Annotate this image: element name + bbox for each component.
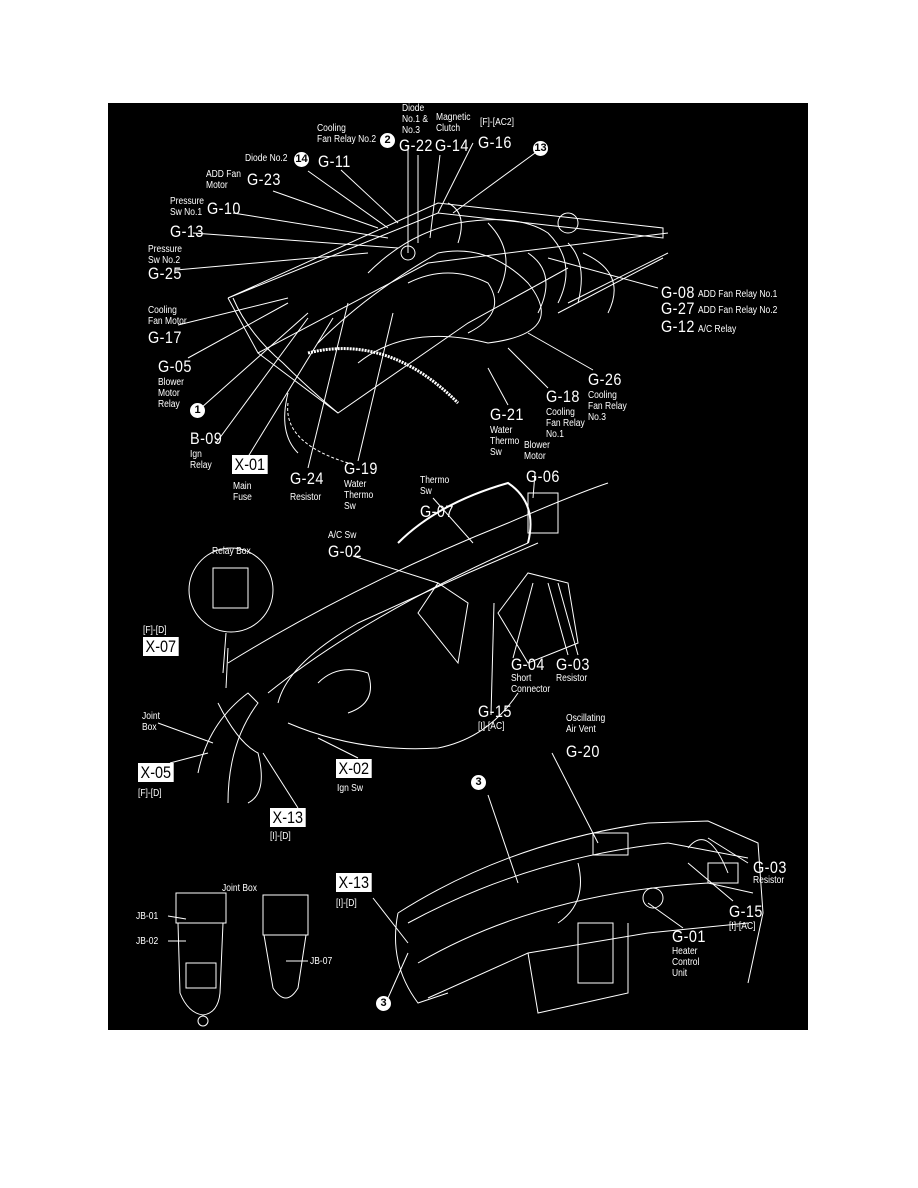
x05-location-label: [F]-[D] [138,788,162,799]
g15-location-label: [I]-[AC] [478,721,505,732]
engine-bay-drawing [227,202,669,464]
g22-label: G-22 [399,136,433,155]
diode-no2-label: Diode No.2 [245,153,288,164]
resistor-label: Resistor [290,492,322,503]
add-fan-motor-label: ADD Fan Motor [206,169,241,191]
short-connector-label: Short Connector [511,673,551,695]
ac-relay-label: A/C Relay [698,324,737,335]
relay-box-label: Relay Box [212,546,251,557]
ac-sw-label: A/C Sw [328,530,357,541]
g08-label: G-08 [661,283,695,302]
g01-label: G-01 [672,927,706,946]
b09-label: B-09 [190,429,223,448]
diode-no1-no3-label: Diode No.1 & No.3 [402,103,428,136]
thermo-sw-label: Thermo Sw [420,475,450,497]
x07-location-label: [F]-[D] [143,625,167,636]
callout-3-lower: 3 [376,996,391,1011]
oscillating-air-vent-label: Oscillating Air Vent [566,713,606,735]
jb02-label: JB-02 [136,936,159,947]
g03-panel-label: G-03 [753,858,787,877]
water-thermo-sw-1-label: Water Thermo Sw [344,479,374,512]
add-fan-relay-2-label: ADD Fan Relay No.2 [698,305,778,316]
g26-label: G-26 [588,370,622,389]
x13-panel-location-label: [I]-[D] [336,898,357,909]
joint-box-title: Joint Box [222,883,257,894]
x13-panel-label: X-13 [336,873,372,892]
pressure-sw-1-label: Pressure Sw No.1 [170,196,205,218]
joint-box-label: Joint Box [142,711,160,733]
main-fuse-label: Main Fuse [233,481,252,503]
line-art [157,142,764,1027]
g11-label: G-11 [318,152,351,171]
g25-label: G-25 [148,264,182,283]
g12-label: G-12 [661,317,695,336]
g05-label: G-05 [158,357,192,376]
jb01-label: JB-01 [136,911,159,922]
cooling-fan-relay-2-label: Cooling Fan Relay No.2 [317,123,377,145]
g20-label: G-20 [566,742,600,761]
g23-label: G-23 [247,170,281,189]
g21-label: G-21 [490,405,524,424]
g04-label: G-04 [511,655,545,674]
cooling-fan-relay-3-label: Cooling Fan Relay No.3 [588,390,627,423]
g15-panel-location-label: [I]-[AC] [729,921,756,932]
ign-relay-label: Ign Relay [190,449,212,471]
blower-motor-label: Blower Motor [524,440,550,462]
pressure-sw-2-label: Pressure Sw No.2 [148,244,183,266]
cooling-fan-motor-label: Cooling Fan Motor [148,305,187,327]
g16-location-label: [F]-[AC2] [480,117,515,128]
callout-3: 3 [471,775,486,790]
joint-box-drawing [167,892,309,1027]
g24-label: G-24 [290,469,324,488]
x05-label: X-05 [138,763,174,782]
g03-label: G-03 [556,655,590,674]
g16-label: G-16 [478,133,512,152]
water-thermo-sw-2-label: Water Thermo Sw [490,425,520,458]
g07-label: G-07 [420,502,454,521]
ign-sw-label: Ign Sw [337,783,363,794]
add-fan-relay-1-label: ADD Fan Relay No.1 [698,289,778,300]
g19-label: G-19 [344,459,378,478]
resistor-panel-label: Resistor [753,875,785,886]
wiring-diagram: Diode No.1 & No.3 G-22 Magnetic Clutch G… [108,103,808,1030]
g27-label: G-27 [661,299,695,318]
cooling-fan-relay-1-label: Cooling Fan Relay No.1 [546,407,585,440]
instrument-panel-drawing [372,752,764,1014]
g17-label: G-17 [148,328,182,347]
callout-13: 13 [533,141,548,156]
x13-label: X-13 [270,808,306,827]
g02-label: G-02 [328,542,362,561]
g18-label: G-18 [546,387,580,406]
blower-motor-relay-label: Blower Motor Relay [158,377,184,410]
g15-label: G-15 [478,702,512,721]
jb07-label: JB-07 [310,956,333,967]
x13-location-label: [I]-[D] [270,831,291,842]
x01-label: X-01 [232,455,268,474]
g15-panel-label: G-15 [729,902,763,921]
resistor-dash-label: Resistor [556,673,588,684]
leader-lines [175,142,659,469]
g13-label: G-13 [170,222,204,241]
g14-label: G-14 [435,136,469,155]
heater-control-unit-label: Heater Control Unit [672,946,700,979]
callout-1: 1 [190,403,205,418]
callout-14: 14 [294,152,309,167]
g10-label: G-10 [207,199,241,218]
magnetic-clutch-label: Magnetic Clutch [436,112,471,134]
dash-drawing [157,472,609,809]
x07-label: X-07 [143,637,179,656]
g06-label: G-06 [526,467,560,486]
x02-label: X-02 [336,759,372,778]
callout-2: 2 [380,133,395,148]
